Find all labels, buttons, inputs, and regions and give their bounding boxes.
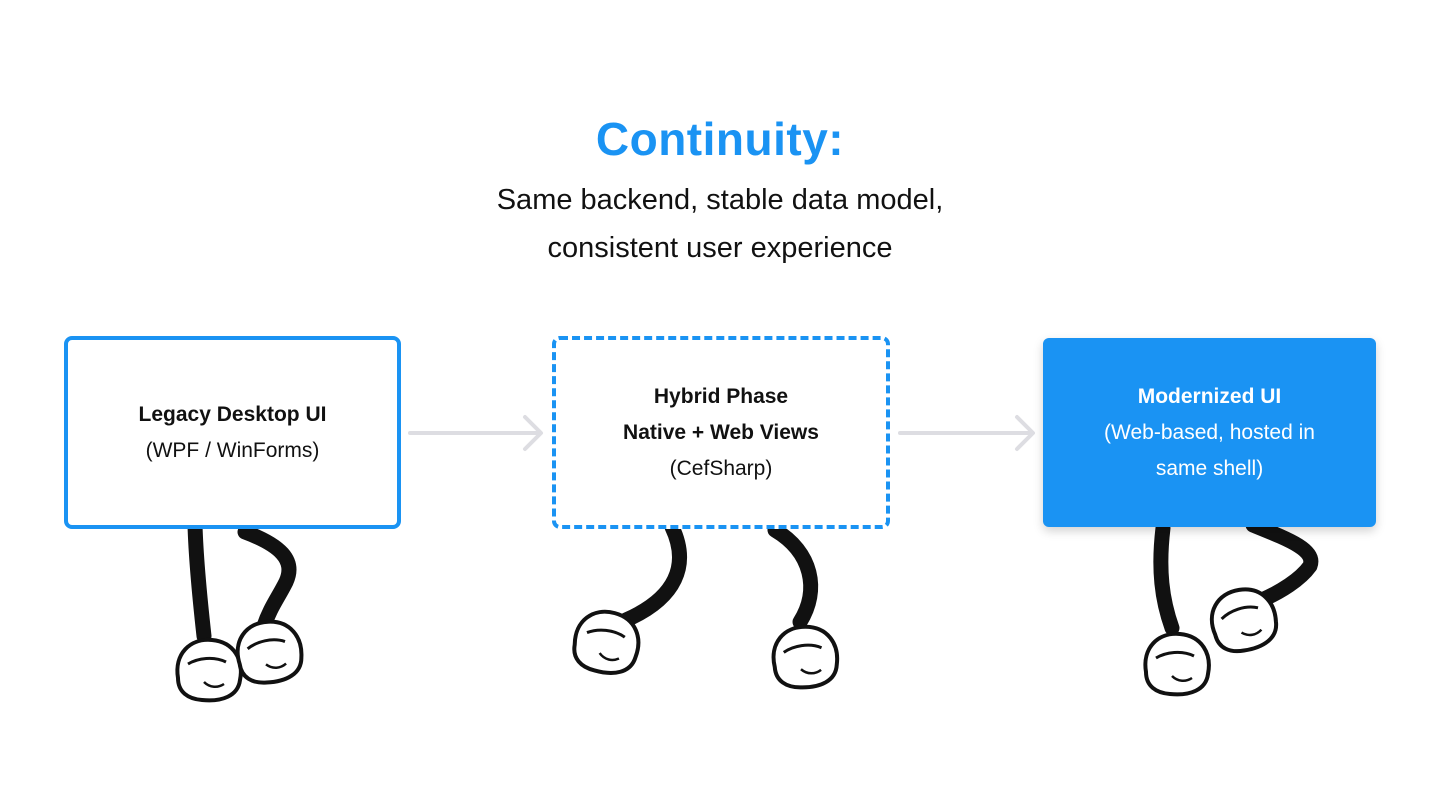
hybrid-note: (CefSharp) — [669, 456, 773, 480]
subtitle-line-2: consistent user experience — [547, 232, 893, 264]
modernized-ui-box: Modernized UI (Web-based, hosted in same… — [1043, 338, 1376, 527]
hybrid-subtitle: Native + Web Views — [623, 420, 819, 444]
legacy-desktop-ui-box: Legacy Desktop UI (WPF / WinForms) — [64, 336, 401, 529]
hybrid-phase-box: Hybrid Phase Native + Web Views (CefShar… — [552, 336, 890, 529]
arrow-right-icon — [408, 415, 543, 451]
legacy-legs-icon — [175, 517, 308, 703]
subtitle-line-1: Same backend, stable data model, — [496, 184, 944, 216]
hybrid-legs-icon — [568, 519, 842, 692]
modern-note: same shell) — [1155, 456, 1264, 480]
modern-title: Modernized UI — [1137, 384, 1282, 408]
legacy-title: Legacy Desktop UI — [138, 402, 327, 426]
modern-subtitle: (Web-based, hosted in — [1104, 420, 1315, 444]
subtitle: Same backend, stable data model, consist… — [0, 176, 1440, 272]
page-title: Continuity: — [595, 113, 845, 165]
modern-legs-icon — [1143, 517, 1319, 697]
legacy-subtitle: (WPF / WinForms) — [145, 438, 320, 462]
arrow-right-icon — [898, 415, 1035, 451]
hybrid-title: Hybrid Phase — [653, 384, 789, 408]
